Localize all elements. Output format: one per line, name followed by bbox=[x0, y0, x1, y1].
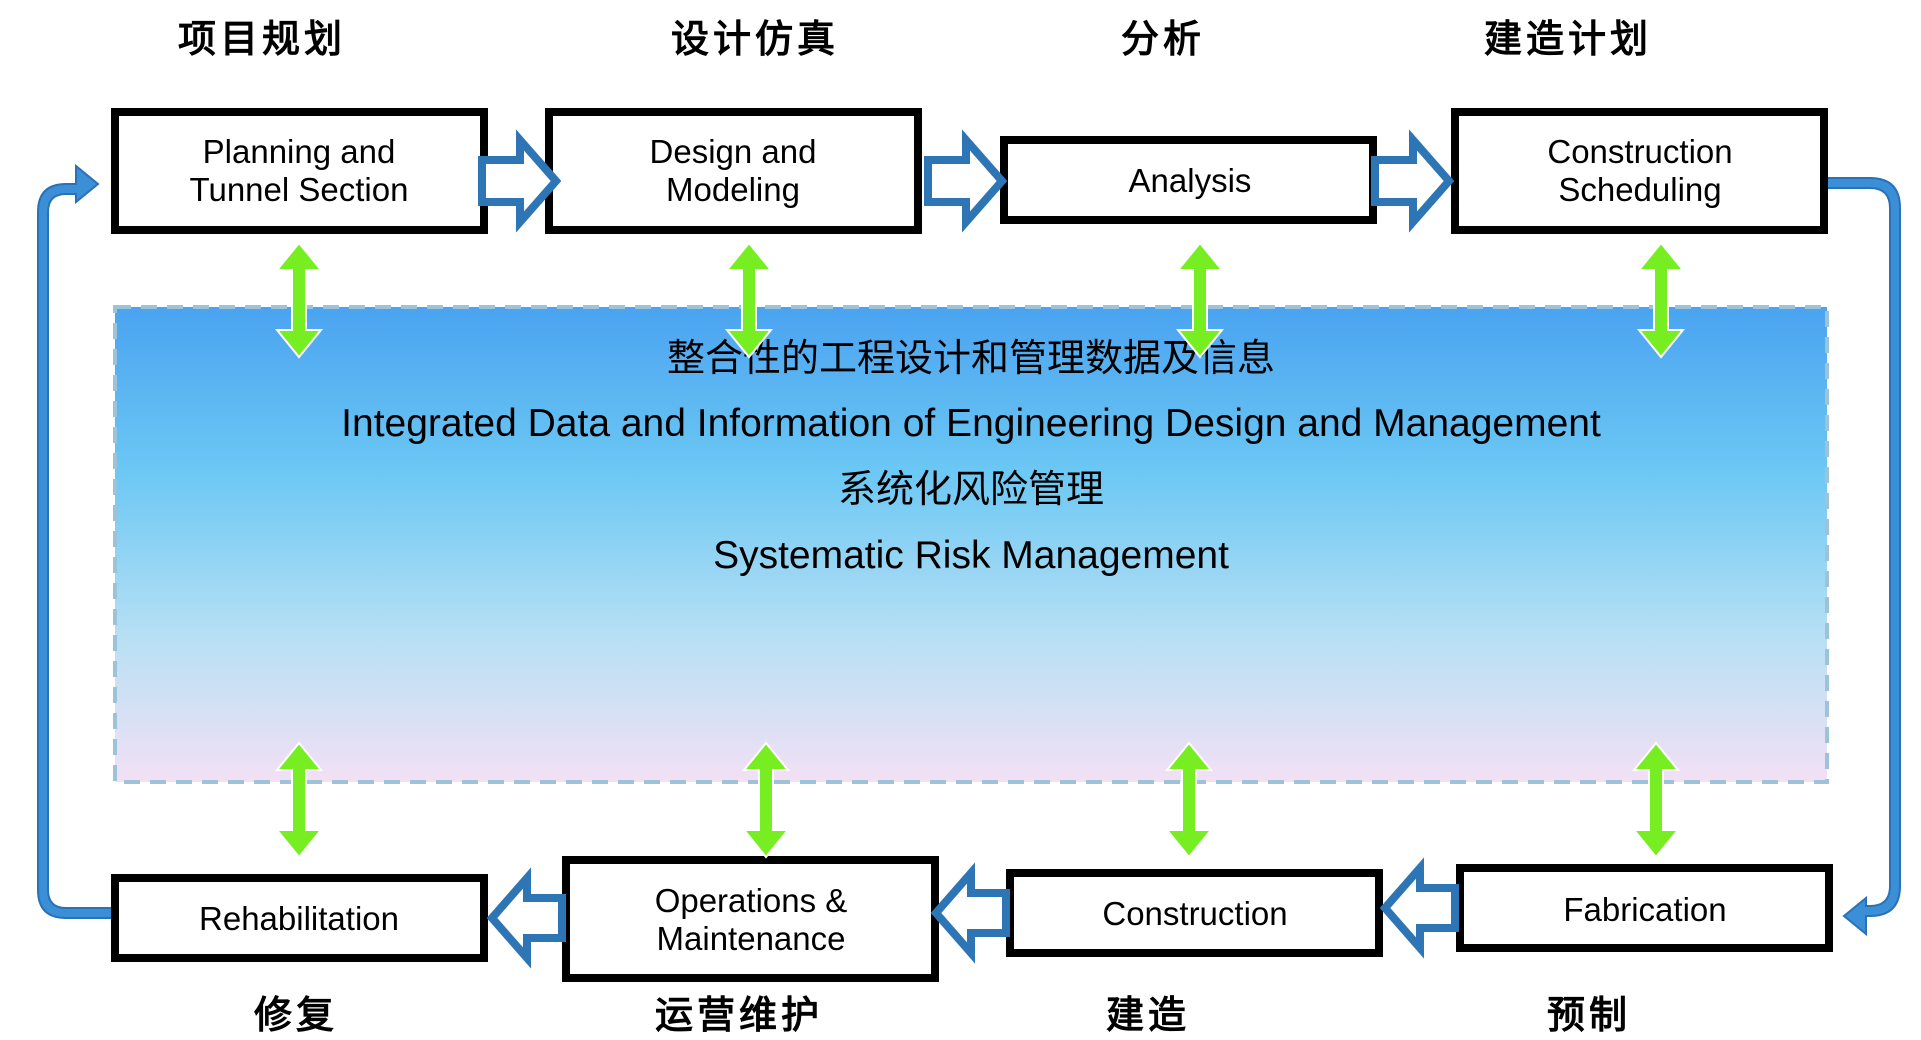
stage-box-construction bbox=[1006, 869, 1383, 957]
flow-arrow-1 bbox=[478, 129, 562, 233]
stage-label-zh-design: 设计仿真 bbox=[671, 17, 839, 61]
stage-box-rehabilitation bbox=[111, 874, 488, 962]
stage-text-operations-1: Operations & bbox=[655, 882, 848, 919]
stage-text-operations-2: Maintenance bbox=[657, 920, 846, 957]
sync-arrow-top-3 bbox=[1175, 241, 1225, 359]
stage-label-zh-analysis: 分析 bbox=[1121, 17, 1205, 61]
stage-text-design-1: Design and bbox=[650, 133, 817, 170]
stage-text-fabrication: Fabrication bbox=[1563, 891, 1726, 928]
stage-text-planning-2: Tunnel Section bbox=[190, 171, 409, 208]
flow-arrow-6 bbox=[486, 867, 566, 969]
stage-box-design bbox=[545, 108, 922, 234]
stage-text-scheduling-2: Scheduling bbox=[1558, 171, 1721, 208]
stage-box-operations bbox=[562, 856, 939, 982]
sync-arrow-bottom-1 bbox=[274, 741, 324, 859]
loop-arrow-right bbox=[1824, 177, 1901, 937]
stage-text-construction: Construction bbox=[1102, 895, 1287, 932]
sync-arrow-bottom-4 bbox=[1631, 741, 1681, 859]
stage-label-zh-rehabilitation: 修复 bbox=[254, 993, 338, 1037]
stage-text-planning-1: Planning and bbox=[203, 133, 396, 170]
flow-arrow-3 bbox=[1371, 129, 1455, 233]
stage-label-zh-planning: 项目规划 bbox=[178, 17, 346, 61]
panel-title-en: Integrated Data and Information of Engin… bbox=[341, 402, 1601, 445]
panel-subtitle-en: Systematic Risk Management bbox=[713, 534, 1229, 577]
stage-text-rehabilitation: Rehabilitation bbox=[199, 900, 399, 937]
panel-title-zh: 整合性的工程设计和管理数据及信息 bbox=[667, 336, 1275, 380]
sync-arrow-bottom-3 bbox=[1164, 741, 1214, 859]
sync-arrow-top-1 bbox=[274, 241, 324, 359]
stage-label-zh-construction: 建造 bbox=[1106, 993, 1190, 1037]
sync-arrow-top-4 bbox=[1636, 241, 1686, 359]
stage-text-analysis: Analysis bbox=[1129, 162, 1252, 199]
stage-box-scheduling bbox=[1451, 108, 1828, 234]
stage-text-design-2: Modeling bbox=[666, 171, 800, 208]
flow-arrow-4 bbox=[1379, 857, 1459, 959]
sync-arrow-bottom-2 bbox=[741, 741, 791, 859]
sync-arrow-top-2 bbox=[724, 241, 774, 359]
panel-subtitle-zh: 系统化风险管理 bbox=[838, 467, 1104, 511]
flow-arrow-5 bbox=[930, 862, 1010, 964]
stage-box-fabrication bbox=[1456, 864, 1833, 952]
integrated-data-panel bbox=[113, 305, 1829, 784]
stage-label-zh-operations: 运营维护 bbox=[655, 993, 823, 1037]
stage-text-scheduling-1: Construction bbox=[1547, 133, 1732, 170]
flow-arrow-2 bbox=[924, 129, 1008, 233]
stage-label-zh-scheduling: 建造计划 bbox=[1484, 17, 1652, 61]
stage-label-zh-fabrication: 预制 bbox=[1547, 993, 1631, 1037]
loop-arrow-left bbox=[37, 163, 114, 919]
